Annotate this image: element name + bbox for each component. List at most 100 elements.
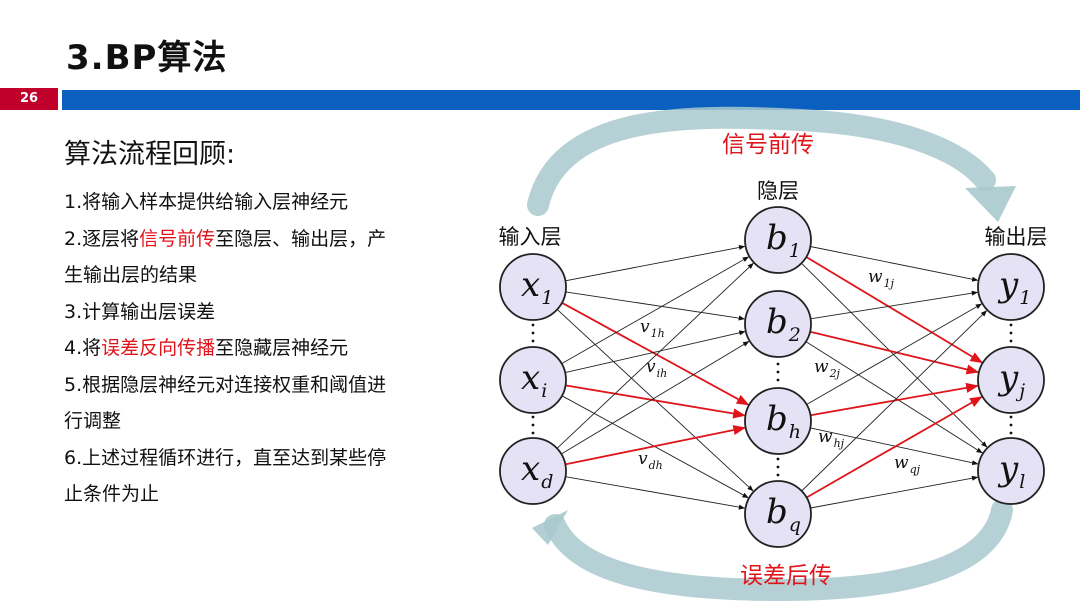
edge-input-hidden: [561, 256, 750, 364]
edge-hidden-output: [810, 290, 979, 320]
step-line: 生输出层的结果: [64, 264, 198, 286]
node-label: bq: [766, 492, 801, 536]
section-heading: 算法流程回顾:: [64, 139, 236, 170]
node-label: xd: [521, 449, 553, 493]
edge-hidden-output-highlight: [809, 330, 980, 375]
weight-label-layer: v1h vih vdh w1j w2j whj wqj: [638, 267, 921, 476]
backward-label: 误差后传: [740, 563, 832, 589]
node-label: xi: [521, 358, 547, 402]
backward-flow-arrowhead: [532, 510, 568, 545]
connection-layer: [556, 244, 988, 510]
node-circle: [977, 346, 1045, 414]
weight-label-vdh: vdh: [638, 449, 663, 472]
backward-flow-arrow: [544, 499, 1013, 602]
step-line: 行调整: [64, 410, 122, 432]
edge-input-hidden-highlight: [565, 384, 746, 419]
node-label: b1: [766, 218, 801, 262]
ellipsis-dot: [531, 339, 535, 343]
ellipsis-dot: [531, 323, 535, 327]
output-node-y1: y1: [977, 253, 1045, 321]
edge-input-hidden: [565, 244, 746, 282]
ellipsis-dot: [531, 423, 535, 427]
forward-flow-arrow: [527, 106, 996, 216]
edge-input-hidden: [565, 291, 746, 321]
ellipsis-dot: [776, 473, 780, 477]
ellipsis-dot: [776, 378, 780, 382]
weight-label-wqj: wqj: [894, 453, 921, 476]
node-layer: x1 xi xd b1 b2 bh bq y1 yj yl: [499, 206, 1045, 548]
node-label: b2: [766, 302, 801, 346]
node-circle: [499, 346, 567, 414]
hidden-node-bq: bq: [744, 480, 812, 548]
hidden-node-b1: b1: [744, 206, 812, 274]
node-label: y1: [997, 265, 1031, 309]
edge-hidden-output-highlight: [806, 396, 983, 499]
edge-input-hidden-highlight: [561, 302, 750, 406]
step-line: 3.计算输出层误差: [64, 300, 216, 323]
output-node-yj: yj: [977, 346, 1045, 414]
node-circle: [977, 253, 1045, 321]
ellipsis-dot: [531, 331, 535, 335]
ellipsis-dot: [1009, 323, 1013, 327]
edge-input-hidden: [565, 330, 746, 374]
node-label: yl: [997, 449, 1025, 493]
ellipsis-dot: [1009, 331, 1013, 335]
hidden-layer-label: 隐层: [757, 179, 799, 203]
node-circle: [744, 290, 812, 358]
input-node-xd: xd: [499, 437, 567, 505]
ellipsis-dot: [776, 465, 780, 469]
input-node-xi: xi: [499, 346, 567, 414]
step-line: 4.将误差反向传播至隐藏层神经元: [64, 337, 349, 359]
input-node-x1: x1: [499, 253, 567, 321]
hidden-node-bh: bh: [744, 387, 812, 455]
page-number: 26: [0, 88, 58, 110]
slide-title: 3.BP算法: [66, 38, 228, 78]
step-line: 6.上述过程循环进行，直至达到某些停: [64, 446, 387, 469]
ellipsis-dot: [776, 362, 780, 366]
weight-label-w2j: w2j: [814, 357, 841, 380]
weight-label-w1j: w1j: [868, 267, 895, 290]
ellipsis-dot: [1009, 423, 1013, 427]
edge-hidden-output-highlight: [805, 256, 983, 364]
ellipsis-dot: [531, 415, 535, 419]
node-label: x1: [521, 265, 553, 309]
step-line: 止条件为止: [64, 483, 160, 505]
ellipsis-dot: [776, 457, 780, 461]
edge-input-hidden: [565, 476, 746, 510]
ellipsis-dot: [1009, 339, 1013, 343]
forward-flow-arrowhead: [965, 186, 1016, 222]
edge-input-hidden-highlight: [565, 425, 746, 466]
node-circle: [499, 253, 567, 321]
weight-label-whj: whj: [818, 427, 845, 450]
input-layer-label: 输入层: [499, 225, 562, 249]
node-label: bh: [766, 399, 801, 443]
ellipsis-dot: [1009, 431, 1013, 435]
edge-hidden-output: [801, 262, 988, 448]
step-line: 1.将输入样本提供给输入层神经元: [64, 191, 349, 213]
node-circle: [744, 206, 812, 274]
step-line: 2.逐层将信号前传至隐层、输出层，产: [64, 227, 387, 250]
node-circle: [977, 437, 1045, 505]
edge-input-hidden: [556, 262, 754, 449]
node-circle: [744, 480, 812, 548]
edge-hidden-output: [810, 246, 979, 282]
hidden-node-b2: b2: [744, 290, 812, 358]
node-label: yj: [997, 358, 1025, 402]
weight-label-vih: vih: [646, 357, 667, 380]
weight-label-v1h: v1h: [640, 317, 665, 340]
ellipsis-layer: [531, 323, 1013, 477]
edge-input-hidden: [561, 341, 750, 455]
output-node-yl: yl: [977, 437, 1045, 505]
forward-highlight: 信号前传: [139, 227, 216, 250]
backprop-highlight: 误差反向传播: [101, 337, 216, 359]
forward-label: 信号前传: [722, 132, 814, 158]
edge-hidden-output: [810, 427, 979, 466]
node-circle: [499, 437, 567, 505]
edge-hidden-output: [810, 475, 979, 509]
ellipsis-dot: [531, 431, 535, 435]
ellipsis-dot: [1009, 415, 1013, 419]
ellipsis-dot: [776, 370, 780, 374]
step-list: 1.将输入样本提供给输入层神经元 2.逐层将信号前传至隐层、输出层，产 生输出层…: [64, 184, 464, 513]
step-line: 5.根据隐层神经元对连接权重和阈值进: [64, 373, 387, 396]
